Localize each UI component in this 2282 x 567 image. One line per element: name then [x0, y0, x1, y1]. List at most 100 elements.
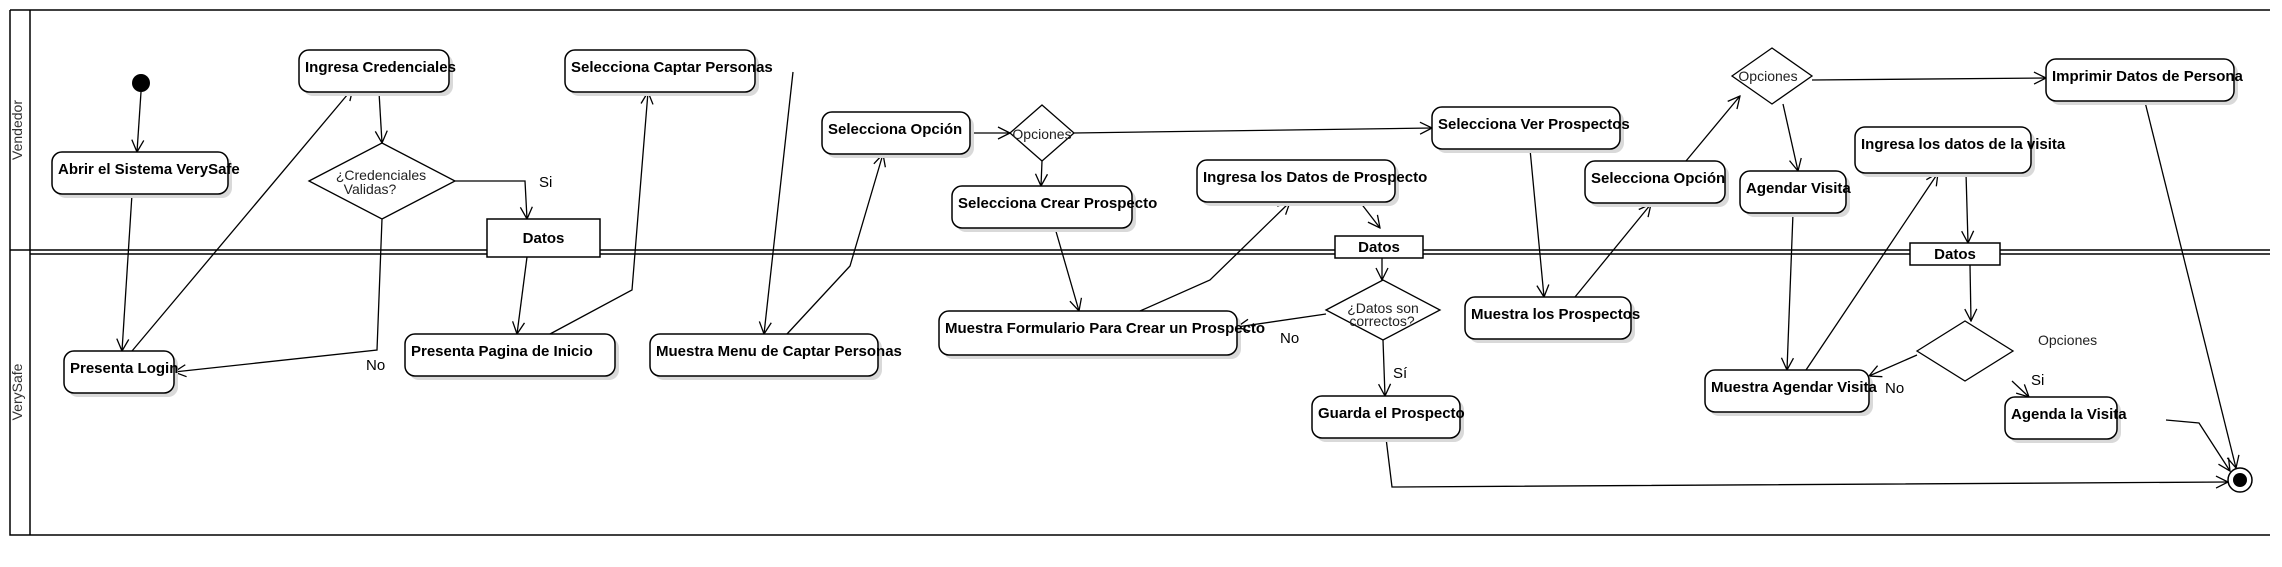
action-box	[2004, 396, 2118, 440]
edge-menu-captar-to-sel-opcion1	[786, 154, 883, 335]
action-guarda[interactable]: Guarda el Prospecto	[1311, 395, 1465, 442]
object-obj-datos2[interactable]: Datos	[1334, 235, 1424, 259]
edge-guarda-to-end	[1385, 437, 2228, 487]
action-box	[2045, 58, 2235, 102]
swimlanes: Vendedor VerySafe	[9, 9, 2270, 536]
action-sel-opcion2[interactable]: Selecciona Opción	[1584, 160, 1729, 207]
decision-label: Opciones	[1012, 126, 1071, 142]
action-presenta-login[interactable]: Presenta Login	[63, 350, 178, 397]
action-box	[404, 333, 616, 377]
decision-dec-opc1[interactable]: Opciones	[1009, 104, 1075, 162]
action-label: Ingresa los Datos de Prospecto	[1203, 169, 1427, 186]
decision-label: Opciones	[1738, 68, 1797, 84]
edge-dec-opc1-to-sel-crear	[1041, 160, 1042, 186]
edge-dec-datos-to-guarda	[1383, 339, 1385, 396]
decision-label: correctos?	[1349, 313, 1415, 329]
action-label: Presenta Pagina de Inicio	[411, 343, 593, 360]
object-box	[486, 218, 601, 258]
action-ingresa-cred[interactable]: Ingresa Credenciales	[298, 49, 456, 96]
object-obj-datos1[interactable]: Datos	[486, 218, 601, 258]
edge-ingresa-datos-pros-to-obj-datos2	[1359, 201, 1380, 228]
action-sel-opcion1[interactable]: Selecciona Opción	[821, 111, 974, 158]
edge-form-crear-to-ingresa-datos-pros	[1139, 202, 1290, 312]
edge-muestra-pros-to-sel-opcion2	[1574, 204, 1651, 298]
action-box	[298, 49, 450, 93]
edge-label: Sí	[1393, 365, 1408, 382]
object-box	[1334, 235, 1424, 259]
action-abrir[interactable]: Abrir el Sistema VerySafe	[51, 151, 240, 198]
action-agendar[interactable]: Agendar Visita	[1739, 170, 1851, 217]
edge-obj-datos1-to-presenta-inicio	[517, 256, 528, 334]
action-box	[938, 310, 1238, 356]
action-label: Agendar Visita	[1746, 180, 1851, 197]
object-obj-datos3[interactable]: Datos	[1909, 242, 2001, 266]
action-box	[1311, 395, 1461, 439]
action-ingresa-datos-pros[interactable]: Ingresa los Datos de Prospecto	[1196, 159, 1427, 206]
action-box	[51, 151, 229, 195]
action-menu-captar[interactable]: Muestra Menu de Captar Personas	[649, 333, 902, 380]
decision-label: ¿Datos son	[1347, 300, 1419, 316]
action-label: Presenta Login	[70, 360, 178, 377]
action-label: Abrir el Sistema VerySafe	[58, 161, 240, 178]
action-box	[1739, 170, 1847, 214]
edge-abrir-to-presenta-login	[122, 193, 133, 351]
edge-presenta-login-to-ingresa-cred	[131, 88, 353, 352]
decision-dec-opc3[interactable]: Opciones	[1915, 320, 2097, 382]
action-label: Selecciona Opción	[828, 121, 962, 138]
edge-agenda-visita-to-end	[2165, 419, 2230, 471]
action-box	[1704, 369, 1870, 413]
edge-dec-opc2-to-imprimir	[1811, 78, 2046, 80]
action-ingresa-visita[interactable]: Ingresa los datos de la visita	[1854, 126, 2066, 177]
decision-diamond	[1009, 104, 1075, 162]
object-label: Datos	[1934, 246, 1976, 263]
edge-sel-ver-to-muestra-pros	[1529, 148, 1544, 297]
edge-dec-cred-to-obj-datos1	[455, 180, 527, 219]
final-end[interactable]	[2227, 467, 2253, 493]
initial-start[interactable]	[132, 74, 150, 92]
action-box	[564, 49, 756, 93]
edge-agendar-to-muestra-agendar	[1787, 212, 1793, 370]
edge-label: No	[1280, 330, 1299, 347]
action-box	[1854, 126, 2032, 174]
action-imprimir[interactable]: Imprimir Datos de Persona	[2045, 58, 2244, 105]
initial-node-dot	[132, 74, 150, 92]
edge-label: No	[1885, 380, 1904, 397]
object-label: Datos	[1358, 239, 1400, 256]
action-sel-ver[interactable]: Selecciona Ver Prospectos	[1431, 106, 1630, 153]
action-label: Muestra Formulario Para Crear un Prospec…	[945, 320, 1265, 337]
decision-diamond	[1730, 47, 1814, 105]
edge-obj-datos3-to-dec-opc3	[1970, 264, 1971, 321]
action-label: Muestra los Prospectos	[1471, 306, 1640, 323]
decision-dec-opc2[interactable]: Opciones	[1730, 47, 1814, 105]
action-muestra-pros[interactable]: Muestra los Prospectos	[1464, 296, 1640, 343]
action-box	[1196, 159, 1396, 203]
decision-diamond	[1324, 279, 1442, 341]
decision-label: ¿Credenciales	[336, 167, 426, 183]
action-box	[649, 333, 879, 377]
nodes: Abrir el Sistema VerySafe Ingresa Credenc…	[51, 47, 2253, 493]
edge-imprimir-to-end	[2144, 101, 2236, 468]
action-label: Selecciona Opción	[1591, 170, 1725, 187]
action-box	[1431, 106, 1621, 150]
action-sel-captar[interactable]: Selecciona Captar Personas	[564, 49, 773, 96]
edge-sel-captar-to-menu-captar	[764, 71, 794, 334]
edge-label: Si	[2031, 372, 2044, 389]
action-label: Imprimir Datos de Persona	[2052, 68, 2244, 85]
edges	[122, 72, 2236, 487]
action-muestra-agendar[interactable]: Muestra Agendar Visita	[1704, 369, 1878, 416]
action-agenda-visita[interactable]: Agenda la Visita	[2004, 396, 2127, 443]
edge-dec-datos-to-form-crear	[1237, 313, 1327, 327]
action-form-crear[interactable]: Muestra Formulario Para Crear un Prospec…	[938, 310, 1265, 359]
edge-muestra-agendar-to-ingresa-visita	[1805, 173, 1938, 371]
decision-outside-label: Opciones	[2038, 332, 2097, 348]
action-presenta-inicio[interactable]: Presenta Pagina de Inicio	[404, 333, 619, 380]
action-sel-crear[interactable]: Selecciona Crear Prospecto	[951, 185, 1157, 232]
edge-dec-opc3-to-agenda-visita	[2011, 380, 2029, 397]
decision-label: Validas?	[344, 181, 397, 197]
action-box	[63, 350, 175, 394]
action-label: Agenda la Visita	[2011, 406, 2127, 423]
